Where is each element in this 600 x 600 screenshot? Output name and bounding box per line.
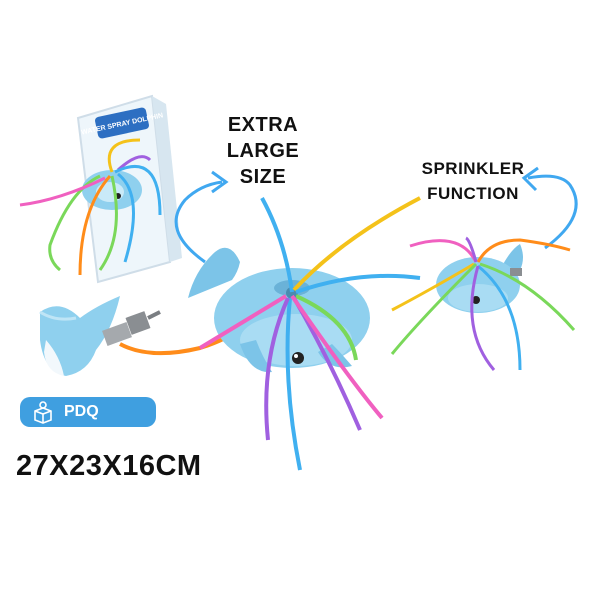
curved-arrow-icon xyxy=(521,166,578,250)
pdq-label: PDQ xyxy=(64,403,99,420)
dimensions-text: 27X23X16CM xyxy=(16,450,202,482)
product-box-image: WATER SPRAY DOLPHIN xyxy=(19,94,182,284)
box-icon xyxy=(28,397,58,427)
sprinkler-function-callout: SPRINKLER FUNCTION xyxy=(418,156,528,206)
callout-line: EXTRA xyxy=(227,114,299,136)
callout-line: SPRINKLER xyxy=(421,159,525,178)
curved-arrow-icon xyxy=(174,170,229,264)
pdq-badge: PDQ xyxy=(20,397,156,427)
hose-connector-image xyxy=(39,296,282,376)
main-dolphin-image xyxy=(188,196,421,471)
small-dolphin-image xyxy=(390,236,576,371)
callout-line: SIZE xyxy=(239,166,287,188)
extra-large-size-callout: EXTRA LARGE SIZE xyxy=(218,112,308,190)
callout-line: LARGE xyxy=(226,140,300,162)
callout-line: FUNCTION xyxy=(427,184,519,203)
